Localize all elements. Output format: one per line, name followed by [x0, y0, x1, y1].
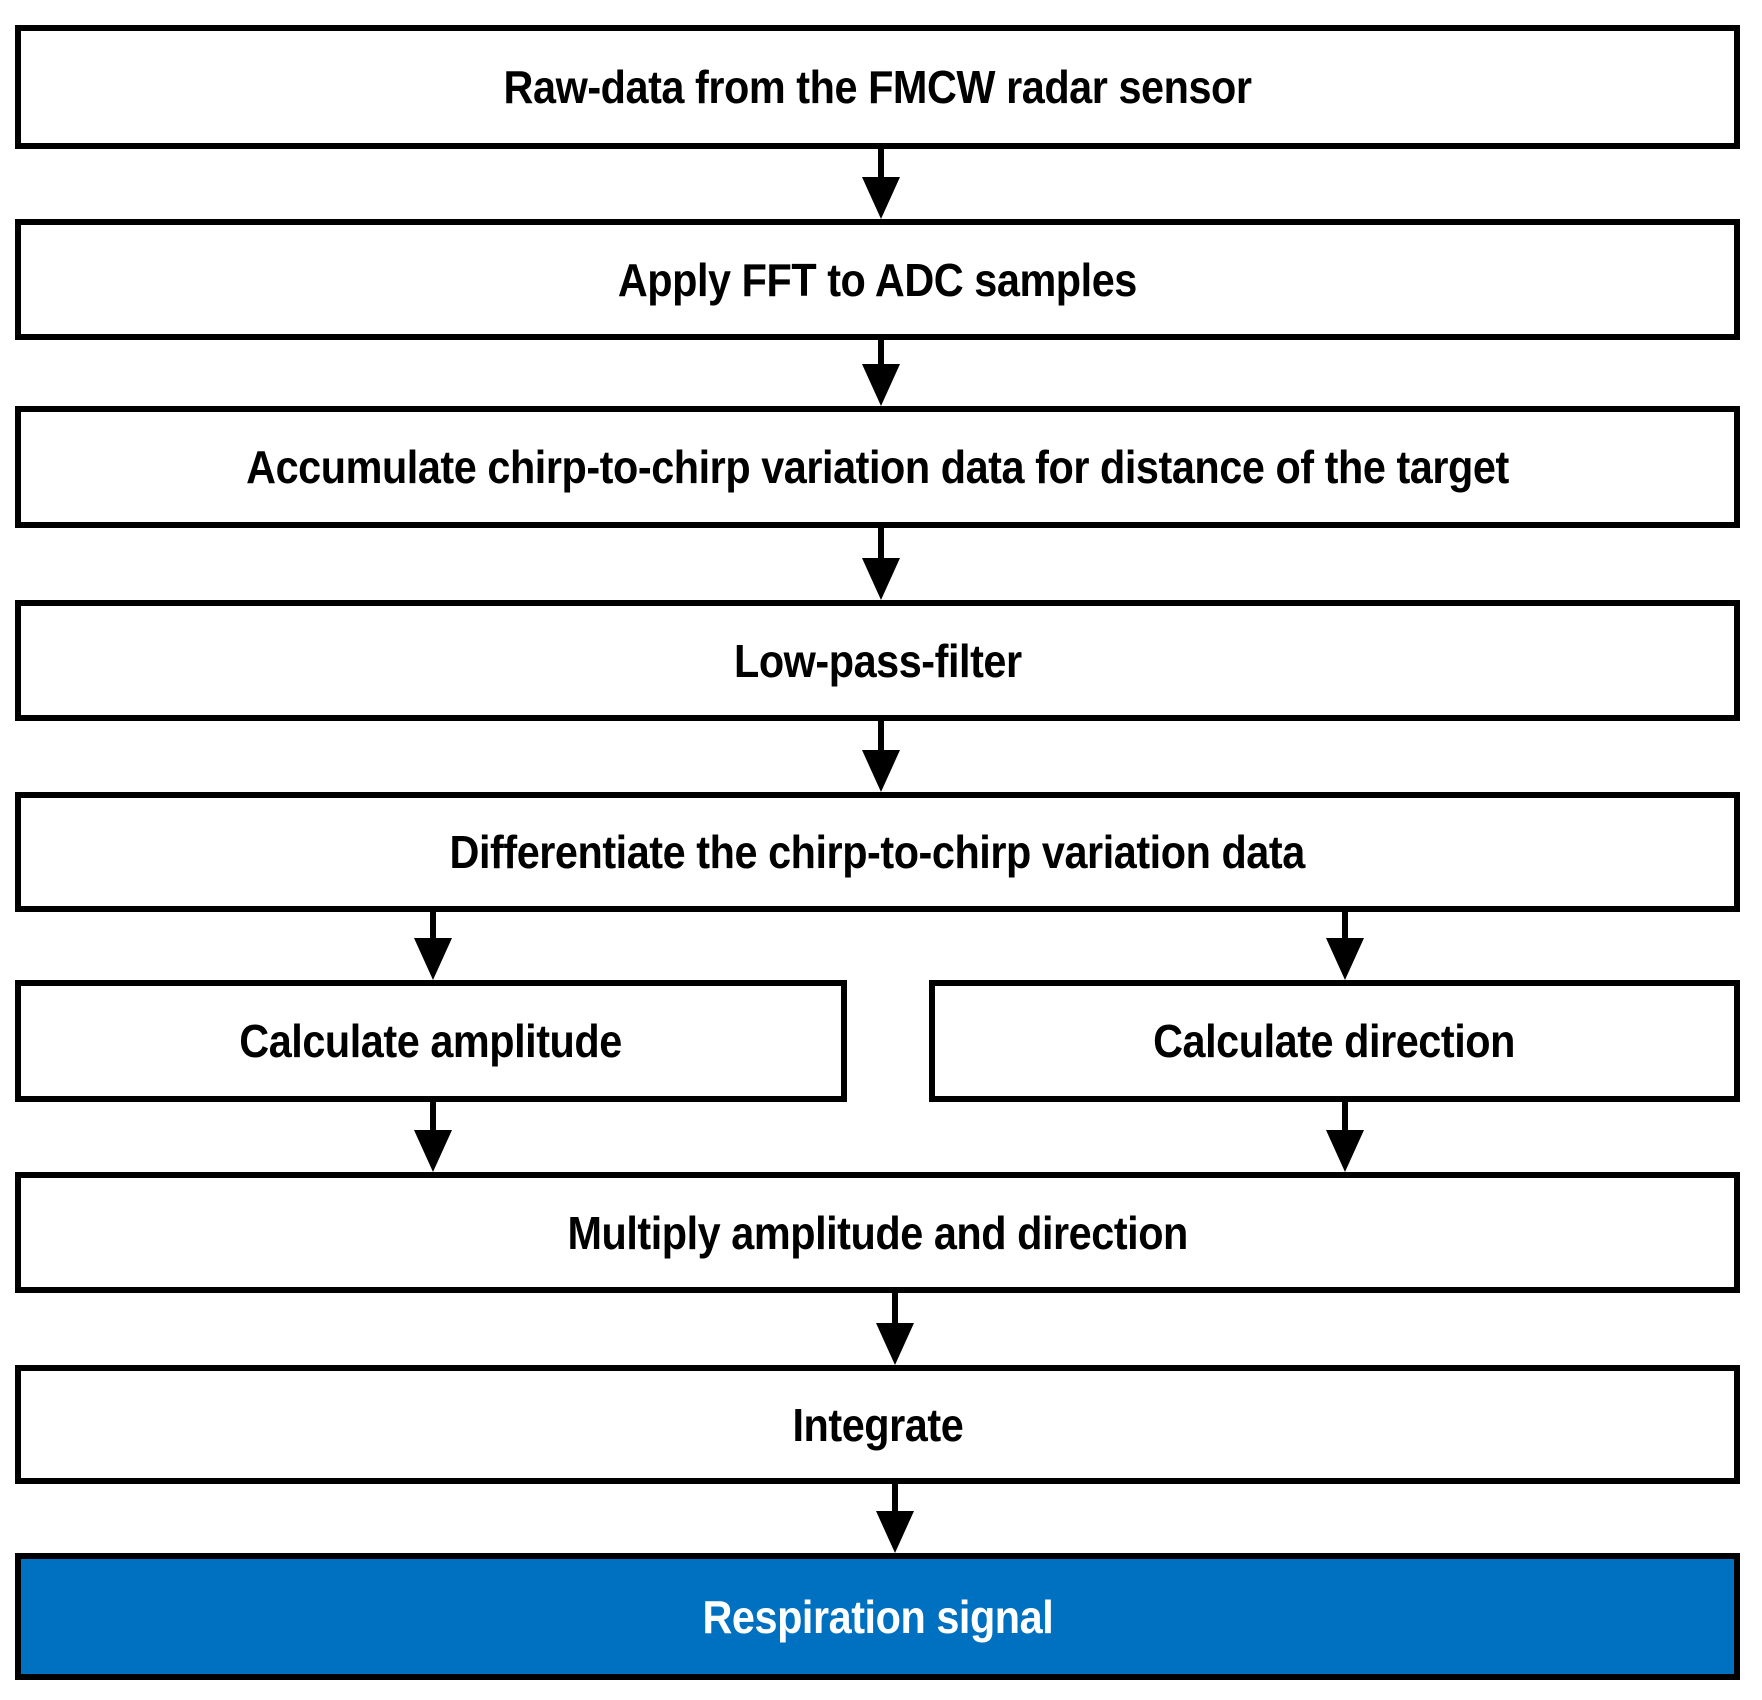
flow-node-amplitude-label: Calculate amplitude — [239, 1015, 623, 1067]
arrow-shaft — [878, 528, 884, 558]
flow-node-low-pass-label: Low-pass-filter — [733, 634, 1022, 687]
flow-node-direction-label: Calculate direction — [1153, 1015, 1516, 1067]
arrow-accumulate-to-low-pass — [861, 528, 901, 600]
flow-node-accumulate: Accumulate chirp-to-chirp variation data… — [15, 406, 1740, 528]
flow-node-fft: Apply FFT to ADC samples — [15, 219, 1740, 340]
arrow-fft-to-accumulate — [861, 340, 901, 406]
arrow-amplitude-to-multiply — [413, 1102, 453, 1172]
arrow-head-icon — [876, 1323, 914, 1365]
arrow-shaft — [430, 912, 436, 938]
flow-node-accumulate-label: Accumulate chirp-to-chirp variation data… — [246, 441, 1509, 493]
flow-node-direction: Calculate direction — [929, 980, 1740, 1102]
arrow-differentiate-to-direction — [1325, 912, 1365, 980]
flow-node-low-pass: Low-pass-filter — [15, 600, 1740, 721]
arrow-low-pass-to-differentiate — [861, 721, 901, 792]
flow-node-differentiate-label: Differentiate the chirp-to-chirp variati… — [449, 826, 1306, 878]
arrow-multiply-to-integrate — [875, 1293, 915, 1365]
arrow-head-icon — [1326, 1130, 1364, 1172]
arrow-shaft — [1342, 912, 1348, 938]
flow-node-integrate: Integrate — [15, 1365, 1740, 1484]
arrow-shaft — [892, 1484, 898, 1511]
arrow-shaft — [1342, 1102, 1348, 1130]
arrow-differentiate-to-amplitude — [413, 912, 453, 980]
arrow-head-icon — [862, 177, 900, 219]
arrow-head-icon — [862, 364, 900, 406]
arrow-direction-to-multiply — [1325, 1102, 1365, 1172]
flow-node-fft-label: Apply FFT to ADC samples — [617, 253, 1138, 306]
flow-node-respiration-label: Respiration signal — [702, 1590, 1053, 1643]
arrow-raw-data-to-fft — [861, 149, 901, 219]
arrow-head-icon — [1326, 938, 1364, 980]
arrow-head-icon — [876, 1511, 914, 1553]
arrow-head-icon — [414, 1130, 452, 1172]
arrow-shaft — [892, 1293, 898, 1323]
arrow-head-icon — [414, 938, 452, 980]
arrow-head-icon — [862, 558, 900, 600]
arrow-head-icon — [862, 750, 900, 792]
flow-node-integrate-label: Integrate — [792, 1398, 963, 1451]
flow-node-respiration: Respiration signal — [15, 1553, 1740, 1680]
flow-node-multiply-label: Multiply amplitude and direction — [567, 1206, 1188, 1259]
arrow-shaft — [430, 1102, 436, 1130]
arrow-integrate-to-respiration — [875, 1484, 915, 1553]
flow-node-multiply: Multiply amplitude and direction — [15, 1172, 1740, 1293]
flow-node-raw-data-label: Raw-data from the FMCW radar sensor — [503, 61, 1252, 113]
flow-node-raw-data: Raw-data from the FMCW radar sensor — [15, 25, 1740, 149]
arrow-shaft — [878, 721, 884, 750]
arrow-shaft — [878, 149, 884, 177]
flow-node-amplitude: Calculate amplitude — [15, 980, 847, 1102]
flow-node-differentiate: Differentiate the chirp-to-chirp variati… — [15, 792, 1740, 912]
arrow-shaft — [878, 340, 884, 364]
